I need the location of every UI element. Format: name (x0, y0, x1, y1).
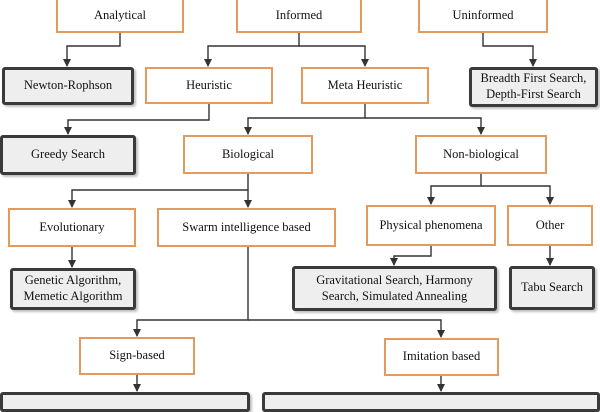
swarm-intelligence-node: Swarm intelligence based (157, 208, 336, 247)
connector-nonbio-other (481, 185, 554, 205)
connector-uninformed-bfs (482, 33, 537, 67)
connector-bio-evolutionary (68, 174, 249, 208)
newton-raphson-node: Newton-Rophson (2, 67, 134, 105)
sign-based-algorithms-node (0, 392, 250, 412)
connector-swarm-imitation (248, 319, 445, 338)
meta-heuristic-node: Meta Heuristic (301, 67, 429, 104)
genetic-memetic-node: Genetic Algorithm, Memetic Algorithm (10, 268, 136, 310)
imitation-based-algorithms-node (262, 392, 600, 412)
breadth-depth-search-node: Breadth First Search, Depth-First Search (469, 67, 598, 107)
connector-layer (63, 33, 554, 392)
connector-nonbio-physical (427, 174, 482, 205)
gravitational-harmony-sa-node: Gravitational Search, Harmony Search, Si… (292, 266, 497, 311)
non-biological-node: Non-biological (415, 135, 547, 174)
connector-informed-split (204, 33, 300, 67)
connector-analytical-newton (63, 33, 121, 67)
connector-meta-biological (244, 104, 366, 135)
biological-node: Biological (183, 135, 313, 174)
sign-based-node: Sign-based (79, 337, 195, 375)
connector-physical-grav (390, 246, 432, 266)
connector-meta-nonbio (365, 117, 485, 135)
imitation-based-node: Imitation based (384, 338, 499, 376)
heuristic-node: Heuristic (145, 67, 273, 104)
evolutionary-node: Evolutionary (8, 208, 136, 247)
other-node: Other (507, 205, 593, 246)
physical-phenomena-node: Physical phenomena (366, 205, 496, 246)
informed-node: Informed (236, 0, 362, 33)
connector-informed-meta (299, 45, 369, 67)
greedy-search-node: Greedy Search (0, 135, 136, 175)
analytical-node: Analytical (56, 0, 184, 33)
connector-heuristic-greedy (64, 104, 210, 135)
uninformed-node: Uninformed (418, 0, 548, 33)
tabu-search-node: Tabu Search (509, 266, 595, 310)
connector-swarm-sign (133, 247, 249, 337)
